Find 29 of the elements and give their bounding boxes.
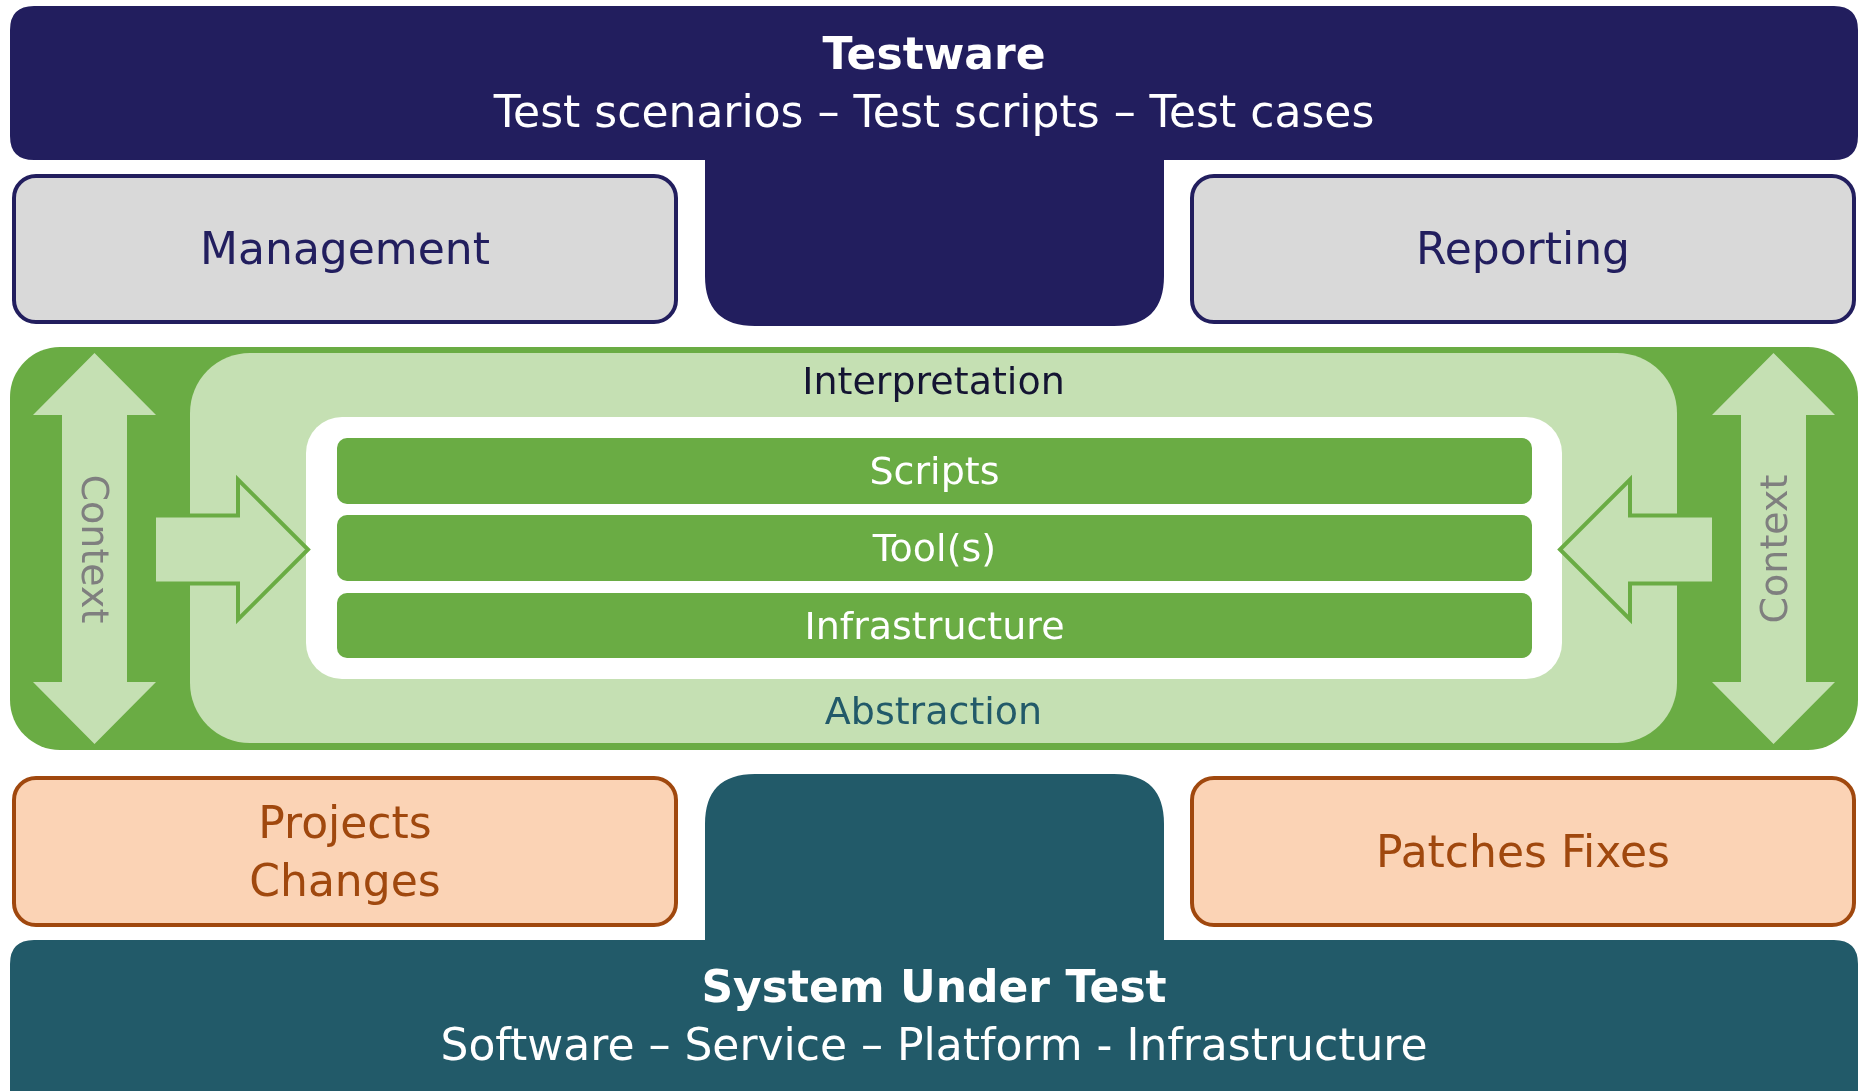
context-label: Context [1751,474,1796,623]
patches-box [1190,776,1856,927]
banner-subtitle: Test scenarios – Test scripts – Test cases [493,85,1375,139]
layer-label: Tool(s) [872,526,997,570]
banner-subtitle: Software – Service – Platform - Infrastructure [440,1017,1428,1072]
management-box [12,174,678,324]
testware-banner [10,6,1858,326]
context-double-arrow [33,353,156,744]
interpretation-label: Interpretation [801,359,1066,403]
system-banner [10,774,1858,1091]
reporting-box [1190,174,1856,324]
abstraction-label: Abstraction [823,689,1044,733]
projects-box [12,776,678,927]
layer-bar [337,515,1532,581]
box-label: Management [199,222,491,276]
layer-container [306,417,1562,679]
layer-label: Infrastructure [804,603,1065,648]
box-label: Projects Changes [248,795,442,908]
layer-bar [337,438,1532,504]
layer-bar [337,593,1532,658]
banner-title: System Under Test [701,959,1167,1014]
box-label: Patches Fixes [1375,824,1671,879]
framework-band [10,347,1858,750]
layer-panel [190,353,1677,743]
box-label: Reporting [1415,222,1631,276]
context-label: Context [72,474,117,623]
banner-title: Testware [822,27,1046,81]
layer-label: Scripts [869,449,1000,493]
context-double-arrow [1712,353,1835,744]
